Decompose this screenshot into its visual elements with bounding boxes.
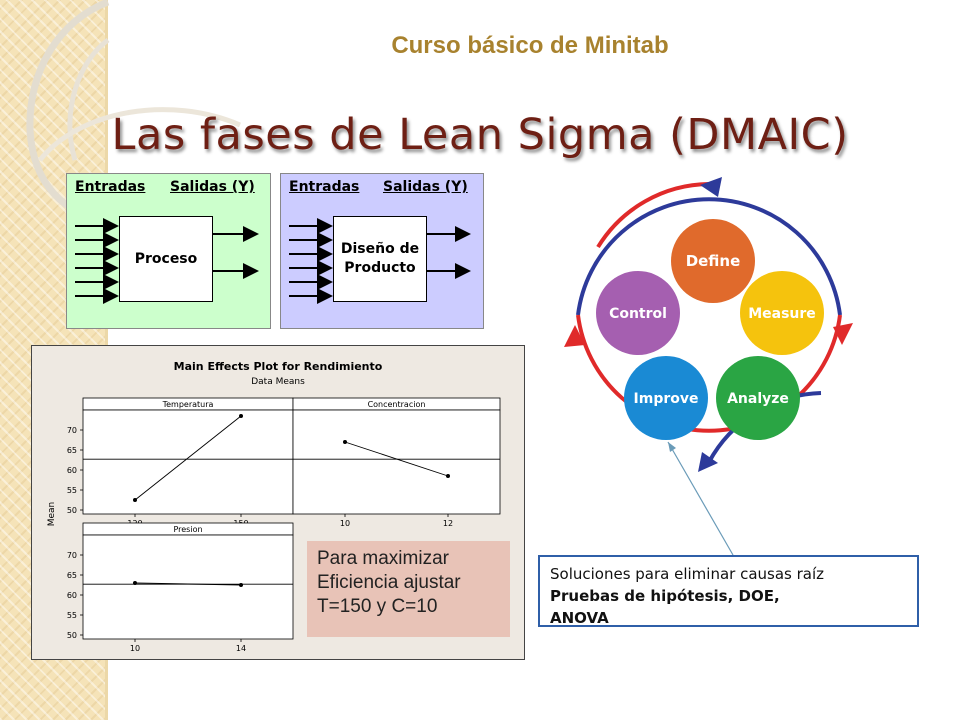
control-label: Control bbox=[609, 306, 667, 322]
improve-phase-circle bbox=[624, 356, 708, 440]
inputs-label: Entradas bbox=[289, 179, 360, 195]
effect-point bbox=[239, 414, 243, 418]
y-tick-label: 60 bbox=[67, 591, 77, 600]
analyze-label: Analyze bbox=[727, 391, 789, 407]
panel-frame bbox=[82, 534, 294, 640]
outputs-label: Salidas (Y) bbox=[170, 179, 255, 195]
outputs-label: Salidas (Y) bbox=[383, 179, 468, 195]
y-tick-label: 60 bbox=[67, 466, 77, 475]
panel-label: Concentracion bbox=[368, 400, 426, 409]
define-phase-circle bbox=[671, 219, 755, 303]
y-tick-label: 55 bbox=[67, 611, 77, 620]
effect-point bbox=[446, 474, 450, 478]
inputs-label: Entradas bbox=[75, 179, 146, 195]
y-tick-label: 70 bbox=[67, 426, 77, 435]
effect-point bbox=[133, 498, 137, 502]
effect-line bbox=[134, 582, 242, 586]
measure-label: Measure bbox=[748, 306, 816, 322]
y-tick-label: 50 bbox=[67, 506, 77, 515]
x-tick-label: 10 bbox=[130, 644, 140, 653]
dmaic-cycle-diagram: Define Measure Analyze Improve Control bbox=[564, 177, 853, 472]
y-tick-label: 65 bbox=[67, 571, 77, 580]
product-design-io-diagram: Entradas Salidas (Y) Diseño de Producto bbox=[280, 173, 484, 329]
note-line1: Para maximizar bbox=[317, 548, 449, 569]
callout-line2: Pruebas de hipótesis, DOE, bbox=[550, 587, 780, 605]
effect-point bbox=[239, 583, 243, 587]
panel-frame bbox=[82, 409, 294, 515]
cycle-arrowhead-left bbox=[564, 325, 585, 347]
plot-subtitle: Data Means bbox=[251, 377, 305, 387]
solutions-callout: Soluciones para eliminar causas raíz Pru… bbox=[538, 555, 919, 627]
process-box: Proceso bbox=[119, 216, 213, 302]
y-axis-label: Mean bbox=[47, 502, 57, 527]
course-title: Curso básico de Minitab bbox=[391, 32, 669, 59]
callout-line3: ANOVA bbox=[550, 609, 609, 627]
process-label-line1: Diseño de bbox=[340, 241, 420, 257]
process-label: Proceso bbox=[134, 250, 198, 267]
panel-label: Temperatura bbox=[162, 400, 214, 409]
cycle-arrowhead-top bbox=[700, 177, 722, 197]
note-line3: T=150 y C=10 bbox=[317, 596, 438, 617]
y-tick-label: 55 bbox=[67, 486, 77, 495]
cycle-ring-upper-left bbox=[596, 182, 710, 249]
process-io-diagram: Entradas Salidas (Y) Proceso bbox=[66, 173, 271, 329]
cycle-ring-lower bbox=[576, 314, 842, 433]
x-tick-label: 14 bbox=[236, 644, 246, 653]
y-tick-label: 50 bbox=[67, 631, 77, 640]
panel-label: Presion bbox=[173, 525, 202, 534]
x-tick-label: 10 bbox=[340, 519, 350, 528]
y-tick-label: 70 bbox=[67, 551, 77, 560]
measure-phase-circle bbox=[740, 271, 824, 355]
cycle-arrowhead-right bbox=[833, 323, 853, 345]
x-tick-label: 12 bbox=[443, 519, 453, 528]
plot-title: Main Effects Plot for Rendimiento bbox=[174, 360, 383, 373]
panel-frame bbox=[292, 409, 501, 515]
effect-point bbox=[133, 581, 137, 585]
process-label-line2: Producto bbox=[344, 260, 416, 276]
define-label: Define bbox=[686, 252, 741, 270]
optimization-note: Para maximizar Eficiencia ajustar T=150 … bbox=[307, 541, 510, 637]
effect-point bbox=[343, 440, 347, 444]
main-effects-plot-svg: Main Effects Plot for Rendimiento Data M… bbox=[47, 360, 501, 653]
slide-title: Las fases de Lean Sigma (DMAIC) bbox=[111, 110, 849, 160]
product-design-box: Diseño de Producto bbox=[333, 216, 427, 302]
analyze-phase-circle bbox=[716, 356, 800, 440]
cycle-ring-upper bbox=[576, 197, 842, 316]
improve-label: Improve bbox=[634, 391, 699, 407]
io-arrows bbox=[75, 218, 259, 304]
effect-line bbox=[134, 415, 242, 501]
control-phase-circle bbox=[596, 271, 680, 355]
io-arrows bbox=[289, 218, 471, 304]
effect-line bbox=[344, 441, 449, 477]
y-tick-label: 65 bbox=[67, 446, 77, 455]
note-line2: Eficiencia ajustar bbox=[317, 572, 461, 593]
callout-line1: Soluciones para eliminar causas raíz bbox=[550, 565, 825, 583]
